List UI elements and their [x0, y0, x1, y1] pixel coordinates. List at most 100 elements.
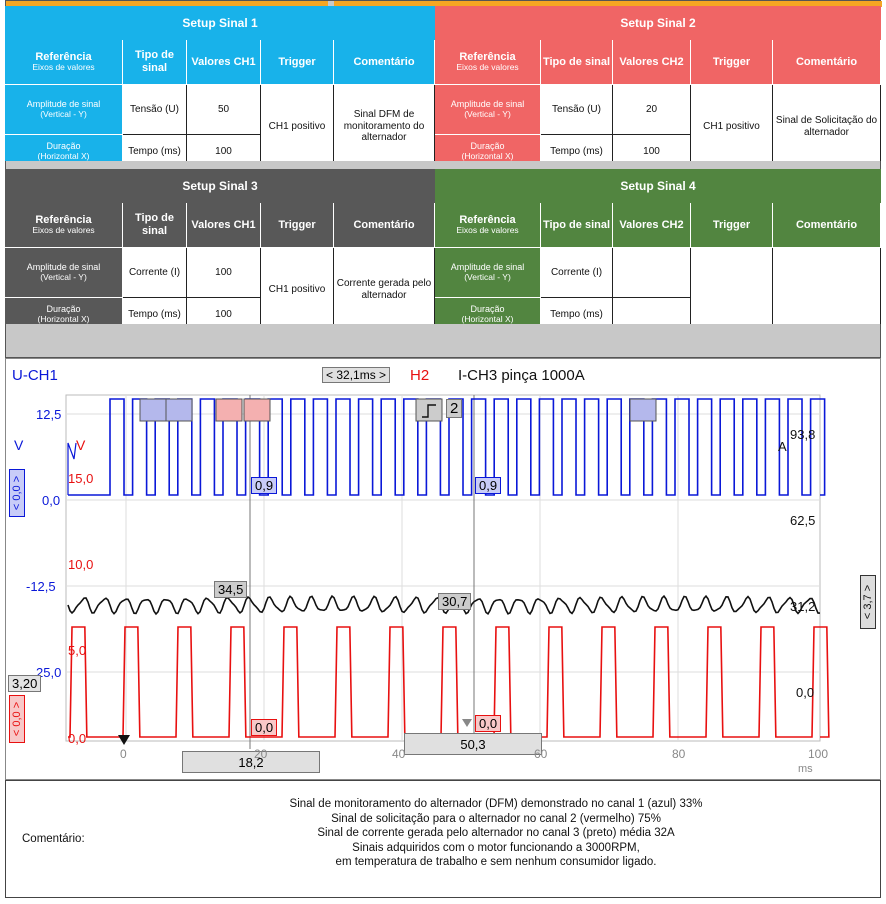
ch2-level-4: 0,0 — [68, 731, 87, 746]
comment-value: Sinal DFM de monitoramento do alternador — [334, 85, 435, 161]
oscilloscope-view: U-CH1 < 32,1ms > H2 I-CH3 pinça 1000A V … — [5, 358, 881, 780]
comment-value — [773, 248, 881, 324]
header-values: Valores CH2 — [613, 203, 691, 248]
row-value: 100 — [187, 248, 261, 298]
panel-title: Setup Sinal 4 — [435, 169, 881, 203]
row-signal-type: Corrente (I) — [123, 248, 187, 298]
row-signal-type: Tensão (U) — [541, 85, 613, 135]
cursor-a-ch1-value: 0,9 — [251, 477, 278, 494]
x-tick-0: 0 — [120, 747, 127, 761]
ch3-offset-box[interactable]: < 3,7 > — [860, 575, 876, 629]
ch2-unit: V — [76, 437, 86, 453]
trigger-value — [691, 248, 773, 324]
ch3-name: I-CH3 pinça 1000A — [458, 367, 585, 384]
blue-marker-3 — [629, 398, 657, 422]
trigger-edge-icon — [422, 404, 436, 418]
x-tick-20: 20 — [254, 747, 268, 761]
ch1-start-spike — [67, 442, 77, 495]
x-unit: ms — [798, 763, 813, 775]
row-signal-type: Tensão (U) — [123, 85, 187, 135]
header-trigger: Trigger — [691, 203, 773, 248]
comment-line-3: Sinal de corrente gerada pelo alternador… — [317, 827, 675, 839]
comment-line-2: Sinal de solicitação para o alternador n… — [331, 812, 661, 825]
header-comment: Comentário — [334, 40, 435, 85]
header-comment: Comentário — [773, 203, 881, 248]
trigger-value: CH1 positivo — [261, 85, 334, 161]
header-trigger: Trigger — [691, 40, 773, 85]
row-signal-type: Corrente (I) — [541, 248, 613, 298]
row-value: 100 — [187, 298, 261, 324]
row-label: Amplitude de sinal(Vertical - Y) — [5, 85, 123, 135]
cursor-b-ch3-value: 30,7 — [438, 593, 472, 610]
header-trigger: Trigger — [261, 40, 334, 85]
ch2-name: H2 — [410, 367, 430, 384]
row-value: 20 — [613, 85, 691, 135]
red-marker-1 — [215, 398, 243, 422]
ch3-level-4: 0,0 — [796, 685, 815, 700]
header-signal-type: Tipo de sinal — [123, 40, 187, 85]
ch1-level-3: -12,5 — [26, 579, 56, 594]
comment-line-1: Sinal de monitoramento do alternador (DF… — [289, 798, 703, 810]
cursor-value-box-left[interactable]: 3,20 — [8, 675, 42, 692]
trigger-arrow-b — [462, 719, 472, 727]
header-trigger: Trigger — [261, 203, 334, 248]
cursor-b-time[interactable]: 50,3 — [404, 733, 542, 755]
row-label: Amplitude de sinal(Vertical - Y) — [435, 248, 541, 298]
ch1-unit: V — [14, 437, 24, 453]
row-signal-type: Tempo (ms) — [123, 298, 187, 324]
panel-title: Setup Sinal 2 — [435, 6, 881, 40]
comment-text: Sinal de monitoramento do alternador (DF… — [206, 797, 786, 870]
ch2-offset-box[interactable]: < 0,0 > — [9, 695, 25, 743]
trigger-arrow-a — [118, 735, 130, 745]
header-comment: Comentário — [334, 203, 435, 248]
comment-line-4: Sinais adquiridos com o motor funcionand… — [352, 841, 640, 854]
ch3-unit: A — [778, 439, 787, 454]
x-tick-100: 100 — [808, 747, 829, 761]
blue-marker-1 — [139, 398, 167, 422]
cursor-delta-readout[interactable]: < 32,1ms > — [322, 367, 391, 383]
row-label: Duração(Horizontal X) — [5, 298, 123, 324]
row-label: Duração(Horizontal X) — [435, 298, 541, 324]
ch2-level-1: 15,0 — [68, 471, 94, 486]
row-value: 100 — [187, 135, 261, 161]
ch2-level-2: 10,0 — [68, 557, 94, 572]
header-signal-type: Tipo de sinal — [541, 40, 613, 85]
ch1-name: U-CH1 — [12, 367, 58, 384]
ch3-level-1: 93,8 — [790, 427, 816, 442]
row-value: 50 — [187, 85, 261, 135]
header-signal-type: Tipo de sinal — [541, 203, 613, 248]
trigger-value: CH1 positivo — [261, 248, 334, 324]
header-values: Valores CH2 — [613, 40, 691, 85]
ch1-level-2: 0,0 — [42, 493, 61, 508]
header-values: Valores CH1 — [187, 40, 261, 85]
header-comment: Comentário — [773, 40, 881, 85]
cursor-b-ch2-value: 0,0 — [475, 715, 502, 732]
comment-value: Corrente gerada pelo alternador — [334, 248, 435, 324]
ch2-level-3: 5,0 — [68, 643, 87, 658]
row-value — [613, 248, 691, 298]
ch1-offset-box[interactable]: < 0,0 > — [9, 469, 25, 517]
blue-marker-2 — [165, 398, 193, 422]
row-label: Duração(Horizontal X) — [5, 135, 123, 161]
row-signal-type: Tempo (ms) — [541, 135, 613, 161]
cursor-a-time[interactable]: 18,2 — [182, 751, 320, 773]
ch3-level-3: 31,2 — [790, 599, 816, 614]
row-label: Duração(Horizontal X) — [435, 135, 541, 161]
row-label: Amplitude de sinal(Vertical - Y) — [435, 85, 541, 135]
ch1-level-1: 12,5 — [36, 407, 62, 422]
trigger-value: CH1 positivo — [691, 85, 773, 161]
row-value: 100 — [613, 135, 691, 161]
cursor-a-ch3-value: 34,5 — [214, 581, 248, 598]
panel-title: Setup Sinal 1 — [5, 6, 435, 40]
trigger-box-label[interactable]: 2 — [446, 399, 463, 418]
header-signal-type: Tipo de sinal — [123, 203, 187, 248]
row-signal-type: Tempo (ms) — [123, 135, 187, 161]
